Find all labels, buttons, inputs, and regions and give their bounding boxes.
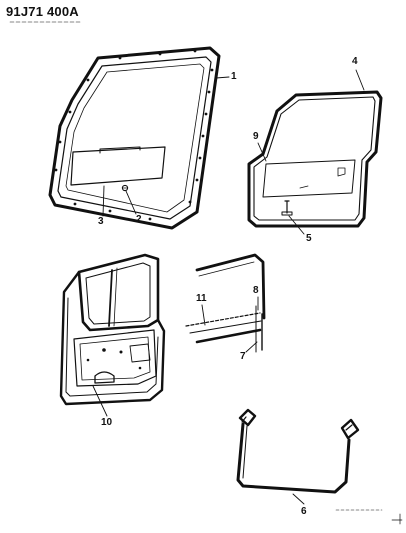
callout-10: 10 (101, 417, 113, 428)
door-opening-seal (247, 90, 383, 228)
callout-1: 1 (231, 71, 237, 82)
callout-3: 3 (98, 216, 104, 227)
door-weatherstrip-frame (48, 46, 221, 230)
sealing-panel (262, 159, 356, 198)
leader-2 (125, 190, 137, 215)
callout-2: 2 (136, 214, 142, 225)
callout-7: 7 (240, 351, 246, 362)
leader-9 (257, 142, 267, 162)
door-shell (59, 253, 166, 406)
callout-5: 5 (306, 233, 312, 244)
callout-4: 4 (352, 56, 358, 67)
leader-4 (355, 69, 365, 91)
leader-11 (201, 304, 206, 326)
window-channel-strips (185, 253, 266, 353)
leader-6 (292, 493, 305, 505)
callout-8: 8 (253, 285, 259, 296)
window-run-seal (236, 408, 360, 494)
callout-6: 6 (301, 506, 307, 517)
leader-10 (92, 385, 108, 417)
leader-3 (102, 185, 105, 217)
leader-1 (215, 76, 230, 79)
push-pin-fastener (121, 184, 129, 192)
leader-5 (288, 215, 305, 235)
callout-9: 9 (253, 131, 259, 142)
screw-fastener (281, 200, 293, 216)
diagram-code: 91J71 400A (6, 4, 79, 19)
leader-7 (245, 341, 258, 353)
corner-mark (391, 513, 403, 525)
callout-11: 11 (196, 293, 207, 304)
vapor-barrier-panel (70, 146, 166, 186)
